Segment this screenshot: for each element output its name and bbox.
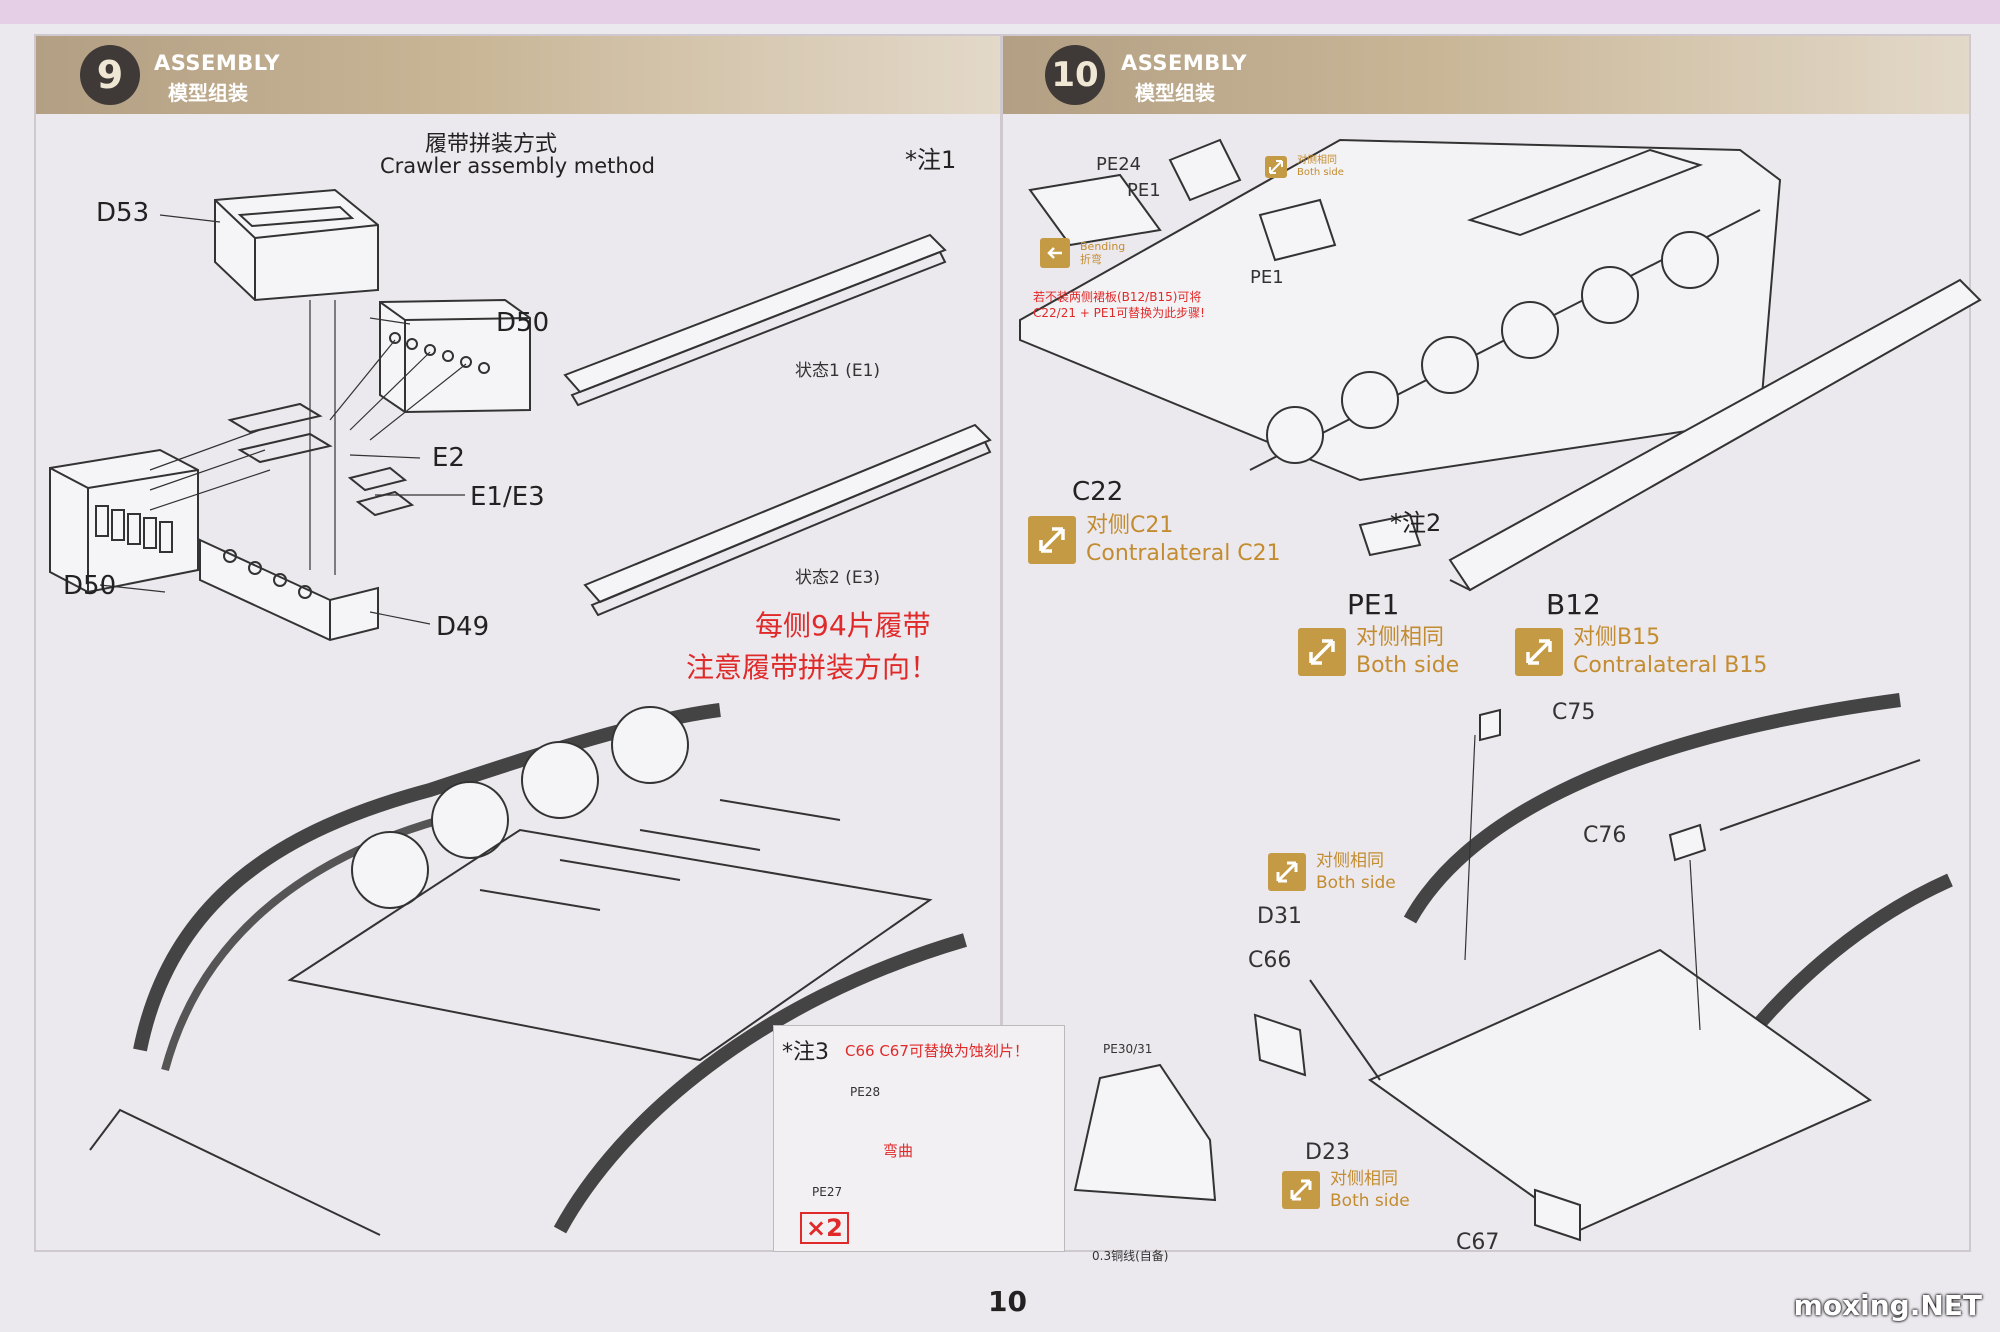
badge-c21-text: 对侧C21 Contralateral C21 [1086,512,1281,568]
label-pe1-b: PE1 [1250,267,1284,288]
label-e2: E2 [432,443,465,473]
double-arrow-icon [1028,516,1076,564]
label-pe1-c: PE1 [1347,588,1400,621]
note3-bend: 弯曲 [883,1142,914,1160]
step10-hull-drawing [1253,693,1953,1242]
track-links-exploded [227,402,415,517]
track-state1-label: 状态1 (E1) [795,361,881,381]
d50-top-part [379,298,531,414]
badge-b15-zh: 对侧B15 [1573,625,1661,650]
note3-wire: 0.3铜线(自备) [1092,1249,1169,1263]
badge-b15-en: Contralateral B15 [1573,653,1768,678]
note3-pe3031: PE30/31 [1103,1042,1153,1056]
pe-note-line1: 若不装两侧裙板(B12/B15)可将 [1033,290,1202,304]
label-b12: B12 [1546,588,1601,621]
badge-d31-text: 对侧相同 Both side [1316,850,1396,894]
step9-title-zh: 模型组装 [168,81,248,105]
badge-c21-en: Contralateral C21 [1086,541,1281,566]
both-side-small-text: 对侧相同 Both side [1297,155,1344,179]
badge-d31-en: Both side [1316,873,1396,893]
step9-title: ASSEMBLY 模型组装 [154,48,280,108]
badge-d31: 对侧相同 Both side [1268,850,1396,894]
d53-part [214,188,379,302]
label-d49: D49 [436,612,490,642]
bending-icon [1040,238,1070,268]
side-skirt-b12 [1448,278,1982,592]
crawler-title-en: Crawler assembly method [380,154,655,178]
badge-pe1-en: Both side [1356,653,1460,678]
double-arrow-icon [1282,1171,1320,1209]
badge-c21-zh: 对侧C21 [1086,513,1174,538]
step10-tank-drawing [1019,138,1782,482]
page-number: 10 [988,1285,1027,1318]
badge-d23: 对侧相同 Both side [1282,1168,1410,1212]
label-d31: D31 [1257,904,1302,929]
track-state1-drawing [563,233,947,407]
note3-text: C66 C67可替换为蚀刻片！ [845,1042,1029,1060]
note1-mark: *注1 [905,146,957,174]
track-warning-line1: 每侧94片履带 [755,609,931,642]
label-d23: D23 [1305,1140,1350,1165]
step10-header [1003,36,1969,114]
note3-pe27: PE27 [812,1185,843,1199]
badge-d31-zh: 对侧相同 [1316,851,1384,871]
bending-en: Bending [1080,240,1126,253]
bending-badge: Bending 折弯 [1040,238,1125,268]
top-band [0,0,2000,24]
label-e1e3: E1/E3 [470,482,545,512]
d50-bottom-part [49,448,199,594]
step10-title-zh: 模型组装 [1135,81,1215,105]
both-side-small-badge: 对侧相同 Both side [1265,155,1344,179]
both-side-small-en: Both side [1297,167,1344,178]
double-arrow-icon [1298,628,1346,676]
pe-parts [1028,138,1422,557]
assembly-leader-lines [99,214,467,625]
label-c75: C75 [1552,700,1596,725]
double-arrow-icon [1265,156,1287,178]
badge-d23-en: Both side [1330,1191,1410,1211]
note3-qty: ×2 [800,1212,849,1244]
note3-pe28: PE28 [850,1085,881,1099]
label-c22: C22 [1072,477,1124,507]
step9-hull-drawing [89,703,967,1236]
step9-title-en: ASSEMBLY [154,51,281,75]
badge-pe1-text: 对侧相同 Both side [1356,624,1459,680]
pe-note-line2: C22/21 + PE1可替换为此步骤! [1033,306,1205,320]
crawler-title-zh: 履带拼装方式 [425,132,558,157]
label-pe24: PE24 [1096,154,1142,175]
bending-zh: 折弯 [1080,253,1102,266]
label-c66: C66 [1248,948,1292,973]
badge-pe1: 对侧相同 Both side [1298,624,1459,680]
step9-header [36,36,1000,114]
d49-part [199,538,379,642]
track-state2-drawing [583,423,992,617]
label-c76: C76 [1583,823,1627,848]
double-arrow-icon [1268,853,1306,891]
label-d50-top: D50 [496,308,550,338]
badge-d23-zh: 对侧相同 [1330,1169,1398,1189]
step10-number: 10 [1045,45,1105,105]
note3-box [773,1025,1065,1252]
label-pe1-a: PE1 [1127,180,1161,201]
label-d50-bottom: D50 [63,571,117,601]
badge-b15-text: 对侧B15 Contralateral B15 [1573,624,1767,680]
step10-title: ASSEMBLY 模型组装 [1121,48,1247,108]
label-d53: D53 [96,198,150,228]
badge-pe1-zh: 对侧相同 [1356,625,1445,650]
both-side-small-zh: 对侧相同 [1297,155,1337,166]
track-state2-label: 状态2 (E3) [795,568,881,588]
track-warning-line2: 注意履带拼装方向！ [686,651,939,684]
step10-title-en: ASSEMBLY [1121,51,1248,75]
badge-c21: 对侧C21 Contralateral C21 [1028,512,1281,568]
watermark: moxing.NET [1793,1289,1982,1322]
note2-mark: *注2 [1390,509,1442,537]
label-c67: C67 [1456,1230,1500,1255]
bending-text: Bending 折弯 [1080,240,1125,266]
step9-number: 9 [80,45,140,105]
double-arrow-icon [1515,628,1563,676]
badge-d23-text: 对侧相同 Both side [1330,1168,1410,1212]
badge-b15: 对侧B15 Contralateral B15 [1515,624,1767,680]
note3-mark: *注3 [782,1040,829,1065]
